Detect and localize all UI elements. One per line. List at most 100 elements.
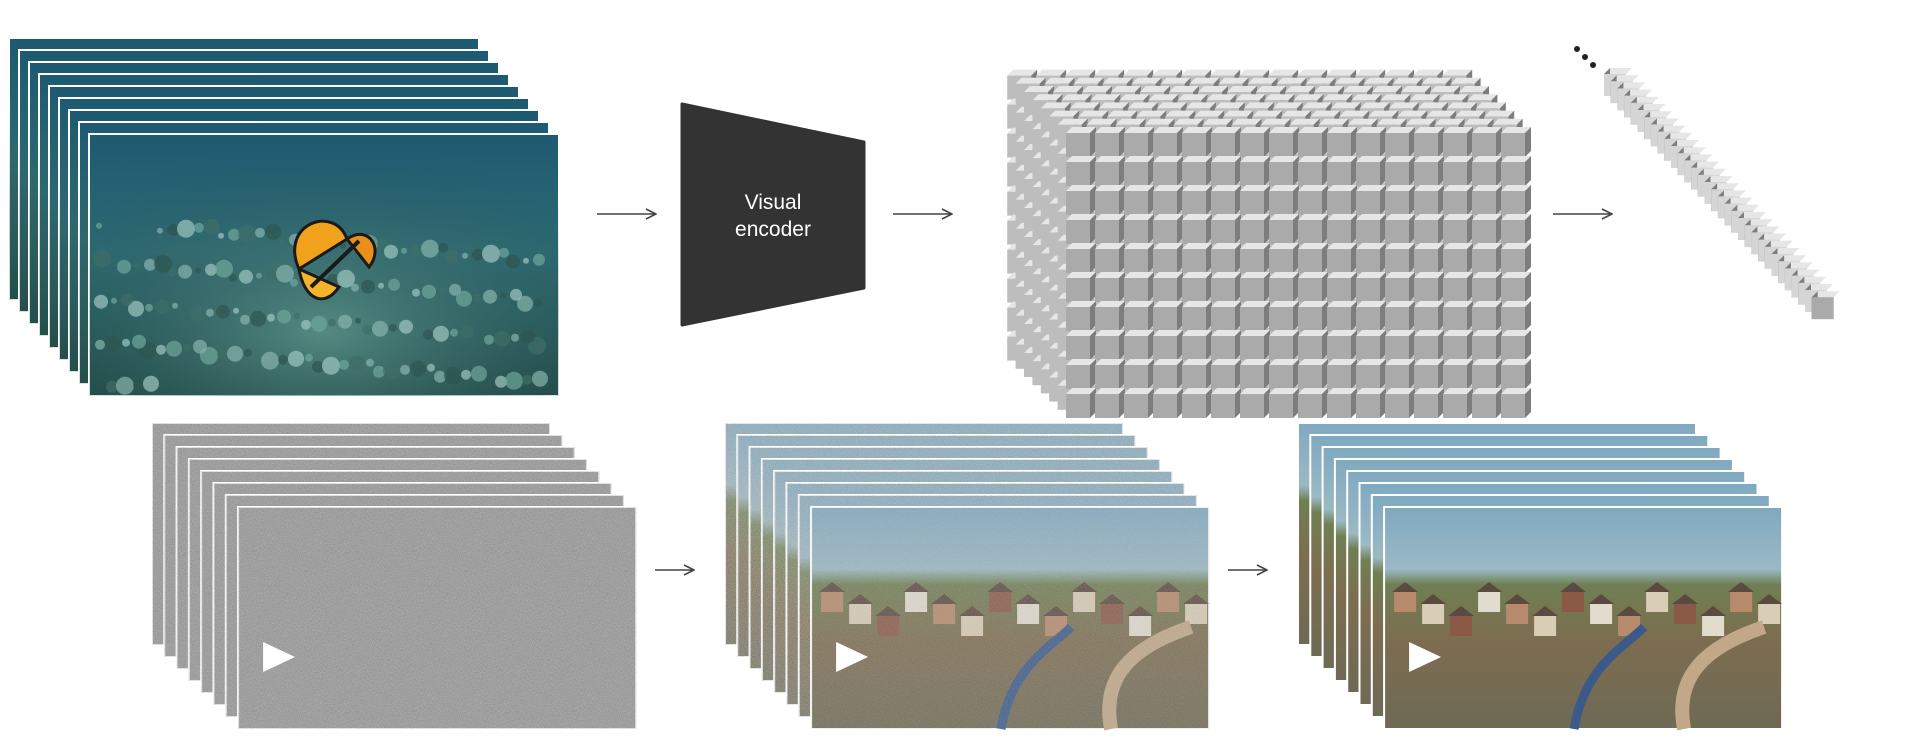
latent-cube (1095, 330, 1125, 360)
latent-cube (1327, 330, 1357, 360)
latent-cube (1211, 301, 1241, 331)
latent-cube (1211, 214, 1241, 244)
latent-cube (1095, 127, 1125, 157)
latent-cube (1327, 301, 1357, 331)
latent-cube (1182, 214, 1212, 244)
latent-cube (1269, 214, 1299, 244)
latent-cube (1472, 272, 1502, 302)
latent-cube (1066, 185, 1096, 215)
latent-cube (1385, 156, 1415, 186)
latent-cube (1066, 127, 1096, 157)
latent-cube (1211, 359, 1241, 389)
latent-cube (1356, 185, 1386, 215)
latent-cube (1269, 359, 1299, 389)
latent-cube (1153, 330, 1183, 360)
latent-cube (1269, 388, 1299, 418)
latent-cube (1298, 272, 1328, 302)
latent-cube (1472, 330, 1502, 360)
latent-cube (1124, 156, 1154, 186)
latent-cube (1269, 243, 1299, 273)
latent-cube (1443, 359, 1473, 389)
latent-cube (1501, 243, 1531, 273)
latent-cube (1153, 388, 1183, 418)
latent-cube (1182, 388, 1212, 418)
latent-cube (1298, 359, 1328, 389)
latent-cube-grid (1007, 69, 1531, 418)
latent-cube (1240, 301, 1270, 331)
latent-cube (1240, 185, 1270, 215)
latent-cube (1414, 127, 1444, 157)
input-video-frames-stack (8, 37, 560, 397)
latent-cube (1501, 359, 1531, 389)
latent-cube (1501, 127, 1531, 157)
latent-cube (1298, 388, 1328, 418)
latent-cube (1414, 156, 1444, 186)
latent-layer (1066, 127, 1531, 418)
arrows (597, 214, 1612, 570)
latent-cube (1414, 214, 1444, 244)
latent-cube (1472, 301, 1502, 331)
noisy-video-frames-stack (151, 422, 638, 730)
latent-cube (1356, 214, 1386, 244)
latent-cube (1385, 272, 1415, 302)
latent-cube (1066, 156, 1096, 186)
latent-cube (1472, 185, 1502, 215)
latent-cube (1240, 156, 1270, 186)
latent-cube (1443, 330, 1473, 360)
latent-cube (1124, 301, 1154, 331)
latent-cube (1095, 243, 1125, 273)
latent-cube (1385, 330, 1415, 360)
latent-cube (1501, 272, 1531, 302)
latent-cube (1240, 127, 1270, 157)
latent-cube (1472, 388, 1502, 418)
latent-cube (1385, 127, 1415, 157)
latent-cube (1269, 185, 1299, 215)
latent-cube (1182, 127, 1212, 157)
latent-cube (1356, 272, 1386, 302)
latent-cube (1472, 214, 1502, 244)
latent-cube (1443, 214, 1473, 244)
latent-cube (1414, 388, 1444, 418)
latent-cube (1153, 185, 1183, 215)
latent-cube (1356, 243, 1386, 273)
latent-cube (1153, 301, 1183, 331)
latent-cube (1356, 388, 1386, 418)
latent-cube (1298, 330, 1328, 360)
latent-cube (1414, 185, 1444, 215)
latent-cube (1327, 388, 1357, 418)
latent-cube (1385, 301, 1415, 331)
latent-cube (1066, 243, 1096, 273)
play-icon (263, 642, 296, 672)
latent-cube (1269, 301, 1299, 331)
video-frame (810, 506, 1211, 731)
latent-cube (1153, 272, 1183, 302)
latent-cube (1124, 185, 1154, 215)
latent-cube (1182, 156, 1212, 186)
play-icon (1409, 642, 1442, 672)
latent-cube (1095, 185, 1125, 215)
latent-cube (1240, 243, 1270, 273)
latent-cube (1066, 272, 1096, 302)
latent-cube (1095, 359, 1125, 389)
latent-cube (1356, 330, 1386, 360)
latent-cube (1298, 243, 1328, 273)
latent-cube (1182, 301, 1212, 331)
latent-cube (1066, 214, 1096, 244)
ellipsis-icon (1574, 46, 1596, 68)
latent-cube (1356, 359, 1386, 389)
latent-cube (1182, 272, 1212, 302)
latent-cube (1385, 388, 1415, 418)
latent-cube (1211, 156, 1241, 186)
latent-cube (1501, 185, 1531, 215)
latent-cube (1095, 388, 1125, 418)
latent-cube (1153, 127, 1183, 157)
latent-cube (1385, 214, 1415, 244)
latent-cube (1095, 214, 1125, 244)
latent-cube (1327, 214, 1357, 244)
latent-cube (1269, 127, 1299, 157)
latent-cube (1298, 214, 1328, 244)
latent-cube (1269, 272, 1299, 302)
clean-video-frames-stack (1297, 422, 1784, 731)
latent-cube (1443, 272, 1473, 302)
